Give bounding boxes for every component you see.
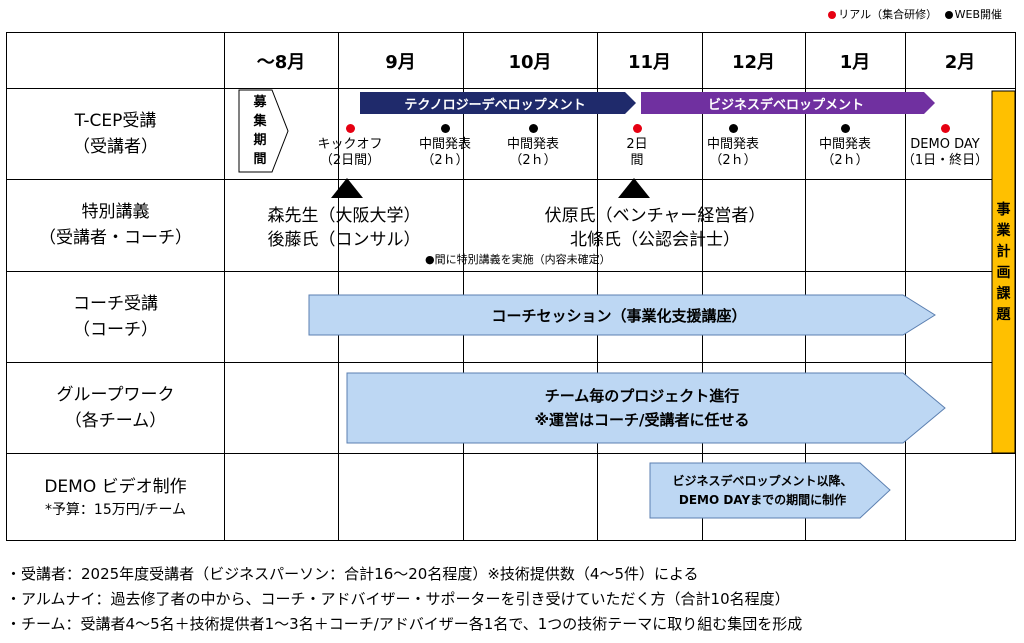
footer-note: ・アルムナイ：過去修了者の中から、コーチ・アドバイザー・サポーターを引き受けてい… [6, 590, 790, 608]
tech-phase-label: テクノロジーデベロップメント [404, 98, 586, 113]
triangle-marker-icon [618, 178, 650, 198]
row-label-tcep: T-CEP受講 （受講者） [7, 88, 224, 179]
row-title: DEMO ビデオ制作 [44, 476, 187, 497]
month-header: 11月 [627, 51, 672, 73]
event-midterm: 中間発表 （2ｈ） [410, 124, 480, 169]
tech-phase-arrow [360, 92, 636, 114]
biz-phase-label: ビジネスデベロップメント [707, 98, 864, 113]
row-sub: （各チーム） [64, 410, 167, 431]
group-arrow-label: チーム毎のプロジェクト進行 ※運営はコーチ/受講者に任せる [534, 387, 750, 429]
month-header: 12月 [731, 51, 776, 73]
row-label-coach: コーチ受講 （コーチ） [7, 271, 224, 362]
group-arrow [346, 372, 946, 444]
legend-real: リアル（集合研修） [838, 8, 938, 21]
event-midterm: 中間発表 （2ｈ） [498, 124, 568, 169]
demo-arrow [649, 462, 891, 519]
web-marker-icon [440, 124, 450, 133]
recruit-pentagon [238, 89, 289, 173]
plan-bar [991, 90, 1016, 454]
row-title: T-CEP受講 [74, 110, 157, 131]
schedule-grid: 〜8月 9月 10月 11月 12月 1月 2月 T-CEP受講 （受講者） 特… [6, 32, 1016, 541]
row-label-special: 特別講義 （受講者・コーチ） [7, 179, 224, 271]
event-midterm: 中間発表 （2ｈ） [810, 124, 880, 169]
special-note: ●間に特別講義を実施（内容未確定） [425, 253, 611, 266]
row-title: コーチ受講 [73, 293, 158, 314]
speakers-right: 伏原氏（ベンチャー経営者） 北條氏（公認会計士） [544, 206, 766, 250]
real-dot-icon [828, 11, 837, 19]
web-dot-icon [944, 11, 953, 19]
event-midterm: 中間発表 （2ｈ） [698, 124, 768, 169]
month-header: 〜8月 [256, 51, 306, 73]
legend: リアル（集合研修） WEB開催 [828, 6, 1002, 22]
row-label-group: グループワーク （各チーム） [7, 362, 224, 453]
triangle-marker-icon [331, 178, 363, 198]
coach-arrow-label: コーチセッション（事業化支援講座） [491, 306, 747, 325]
demo-arrow-label: ビジネスデベロップメント以降、 DEMO DAYまでの期間に制作 [672, 473, 853, 507]
row-label-demo: DEMO ビデオ制作 *予算：15万円/チーム [7, 453, 224, 540]
legend-web: WEB開催 [954, 8, 1002, 21]
real-marker-icon [632, 124, 642, 133]
web-marker-icon [728, 124, 738, 133]
plan-bar-label: 事業計画課題 [996, 202, 1011, 323]
event-demo-day: DEMO DAY （1日・終日） [900, 124, 990, 169]
event-two-days: 2日 間 [621, 124, 653, 169]
real-marker-icon [940, 124, 950, 133]
month-header: 2月 [944, 51, 976, 73]
month-header: 10月 [508, 51, 552, 73]
row-sub: （コーチ） [73, 319, 158, 340]
footer-note: ・受講者：2025年度受講者（ビジネスパーソン：合計16〜20名程度）※技術提供… [6, 565, 699, 583]
web-marker-icon [528, 124, 538, 133]
row-sub: *予算：15万円/チーム [44, 501, 187, 518]
web-marker-icon [840, 124, 850, 133]
real-marker-icon [345, 124, 355, 133]
coach-arrow [308, 294, 936, 336]
biz-phase-arrow [641, 92, 935, 114]
row-sub: （受講者・コーチ） [39, 228, 192, 248]
recruit-label: 募集期間 [253, 95, 267, 167]
row-title: 特別講義 [81, 202, 150, 222]
row-title: グループワーク [56, 384, 175, 405]
month-header: 1月 [839, 51, 871, 73]
row-sub: （受講者） [73, 136, 158, 157]
event-kickoff: キックオフ （2日間） [315, 124, 385, 169]
footer-note: ・チーム：受講者4〜5名＋技術提供者1〜3名＋コーチ/アドバイザー各1名で、1つ… [6, 615, 803, 633]
speakers-left: 森先生（大阪大学） 後藤氏（コンサル） [267, 206, 421, 250]
month-header: 9月 [385, 51, 416, 73]
